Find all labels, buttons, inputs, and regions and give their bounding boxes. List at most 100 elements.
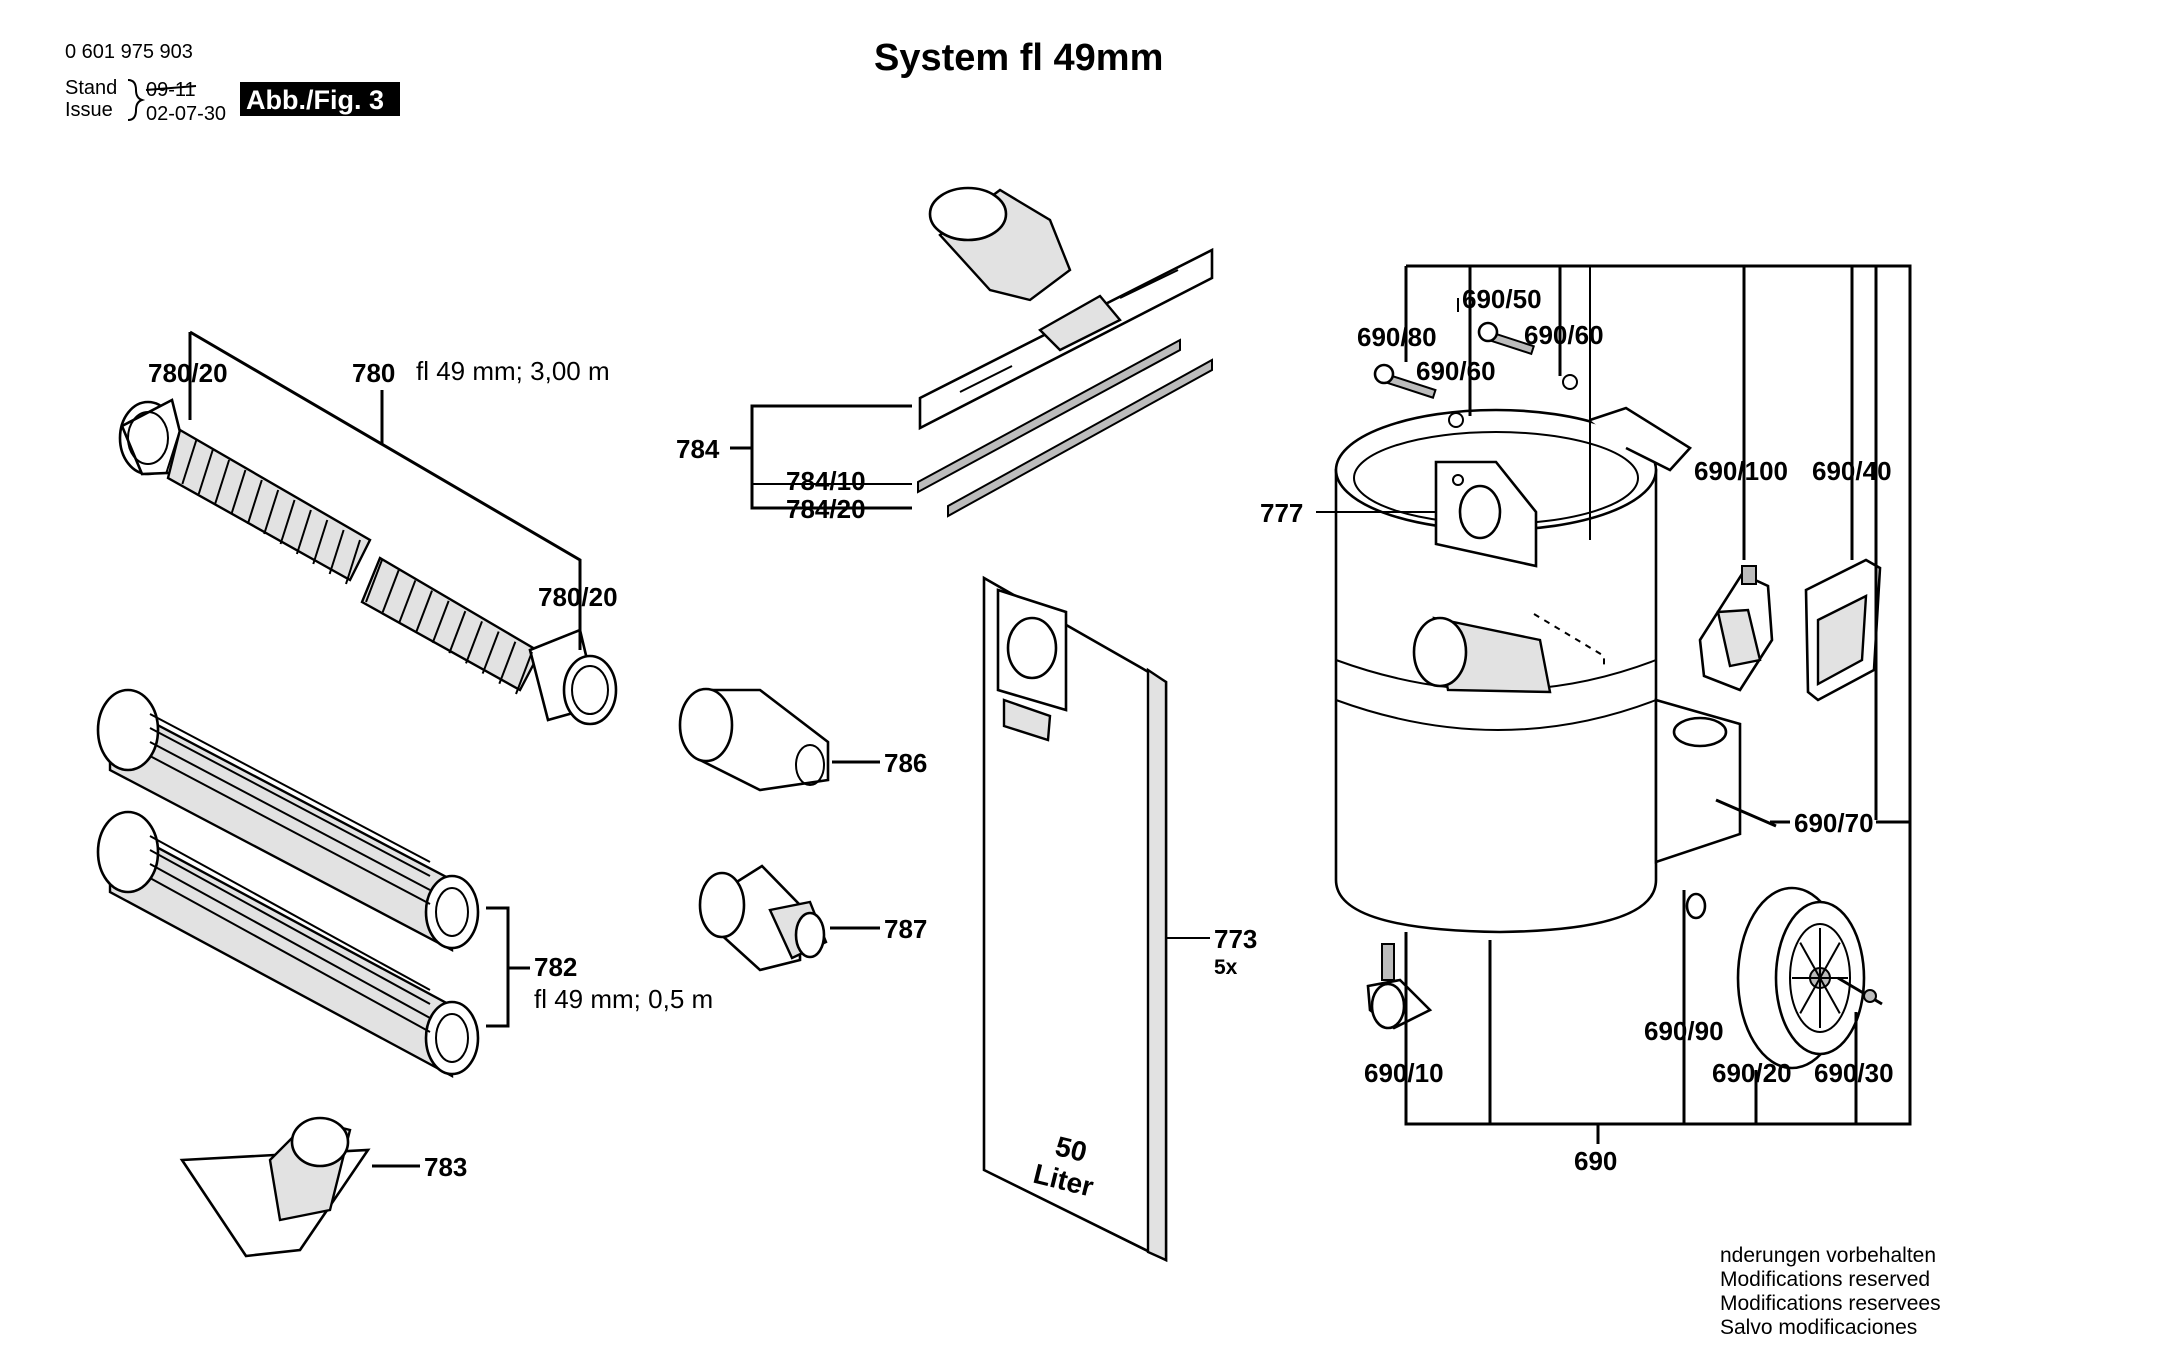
hose-rib xyxy=(295,509,312,555)
floor-nozzle-783 xyxy=(179,1116,371,1258)
hose-rib xyxy=(381,569,400,613)
container-body xyxy=(1334,468,1658,934)
hose-rib xyxy=(498,641,517,685)
page-title: System fl 49mm xyxy=(874,37,1163,79)
hose-rib xyxy=(263,489,280,535)
label-782-spec: fl 49 mm; 0,5 m xyxy=(534,984,713,1014)
tube-groove xyxy=(149,755,431,905)
leader-frame-690 xyxy=(1404,264,1912,1144)
castor-690-10 xyxy=(1366,943,1433,1030)
hose-rib xyxy=(197,449,214,495)
footer-line-2: Modifications reserved xyxy=(1720,1268,1930,1291)
floor-brush-784 xyxy=(917,186,1214,518)
hose-rib xyxy=(481,631,500,674)
leader-784-bracket xyxy=(750,404,912,510)
label-690: 690 xyxy=(1574,1146,1617,1176)
tube-groove xyxy=(149,713,431,863)
hose-rib xyxy=(465,620,483,664)
tube-groove xyxy=(149,877,431,1033)
screw-690-80 xyxy=(1373,363,1437,399)
label-782: 782 xyxy=(534,952,577,982)
label-777: 777 xyxy=(1260,498,1303,528)
cover-690-40 xyxy=(1804,558,1882,702)
label-690-80: 690/80 xyxy=(1357,322,1437,352)
hose-rib xyxy=(345,539,361,585)
label-690-100: 690/100 xyxy=(1694,456,1788,486)
adapter-787 xyxy=(698,864,828,972)
container-handle xyxy=(1589,406,1693,472)
issue-value: 02-07-30 xyxy=(146,103,226,125)
filter-bag-773: 50 Liter xyxy=(982,575,1168,1263)
suction-hose-780 xyxy=(118,398,618,726)
wheel-spoke xyxy=(1819,977,1841,1014)
label-784-10: 784/10 xyxy=(786,466,866,496)
hose-rib xyxy=(214,459,231,505)
washer-690-90 xyxy=(1685,892,1707,920)
label-784-20: 784/20 xyxy=(786,494,866,524)
tube-groove xyxy=(149,835,431,991)
label-690-30: 690/30 xyxy=(1814,1058,1894,1088)
bag-inlet-hole xyxy=(1006,616,1058,680)
hose-corrugation-1 xyxy=(166,428,372,582)
issue-label: Issue xyxy=(65,99,113,121)
hose-rib xyxy=(515,651,533,695)
hose-rib xyxy=(415,590,433,634)
hose-rib xyxy=(181,439,198,485)
hose-corrugation-2 xyxy=(360,556,542,692)
leader-782-bracket xyxy=(486,906,510,1028)
wheel-spoke xyxy=(1799,942,1821,979)
part-number: 0 601 975 903 xyxy=(65,41,193,63)
label-690-90: 690/90 xyxy=(1644,1016,1724,1046)
label-773-qty: 5x xyxy=(1214,956,1238,979)
label-783: 783 xyxy=(424,1152,467,1182)
tube-groove xyxy=(149,741,431,891)
figure-badge: Abb./Fig. 3 xyxy=(246,85,384,115)
footer-line-1: nderungen vorbehalten xyxy=(1720,1244,1936,1267)
hose-rib xyxy=(230,469,247,515)
wheel-spoke xyxy=(1799,977,1821,1014)
washer-690-60-b xyxy=(1562,374,1578,390)
label-690-50: 690/50 xyxy=(1462,284,1542,314)
label-786: 786 xyxy=(884,748,927,778)
footer-line-4: Salvo modificaciones xyxy=(1720,1316,1917,1339)
tube-groove xyxy=(149,727,431,877)
label-690-10: 690/10 xyxy=(1364,1058,1444,1088)
hose-rib xyxy=(398,580,417,623)
label-690-60-b: 690/60 xyxy=(1416,356,1496,386)
washer-690-60-a xyxy=(1448,412,1464,428)
hose-rib xyxy=(365,559,383,603)
label-780-20-bottom: 780/20 xyxy=(538,582,618,612)
hose-rib xyxy=(328,529,345,575)
bag-capacity: 50 xyxy=(1052,1130,1090,1168)
label-780-spec: fl 49 mm; 3,00 m xyxy=(416,356,610,386)
stand-label: Stand xyxy=(65,77,117,99)
dust-container-690 xyxy=(1334,406,1742,934)
hose-rib xyxy=(312,519,329,565)
hose-rib xyxy=(279,499,296,545)
hose-rib xyxy=(165,429,181,475)
brush-strip-784-10 xyxy=(917,338,1181,494)
axle-690-70 xyxy=(1715,798,1777,828)
leader-780 xyxy=(189,330,582,650)
stand-value: 09-11 xyxy=(146,79,196,101)
label-784: 784 xyxy=(676,434,720,464)
label-780-20-top: 780/20 xyxy=(148,358,228,388)
figure-badge-background xyxy=(240,82,400,116)
crevice-nozzle-786 xyxy=(678,687,830,792)
tube-groove xyxy=(149,849,431,1005)
hose-rib xyxy=(246,479,263,525)
axle-pin-690-30 xyxy=(1837,976,1883,1006)
label-690-60-a: 690/60 xyxy=(1524,320,1604,350)
label-780: 780 xyxy=(352,358,395,388)
bracket-brace xyxy=(127,79,146,121)
hose-rib xyxy=(448,610,467,654)
label-690-20: 690/20 xyxy=(1712,1058,1792,1088)
hose-rib xyxy=(431,600,450,644)
wheel-spoke xyxy=(1819,942,1841,979)
clip-690-100 xyxy=(1698,565,1774,692)
label-787: 787 xyxy=(884,914,927,944)
label-773: 773 xyxy=(1214,924,1257,954)
screw-690-50 xyxy=(1477,321,1536,356)
